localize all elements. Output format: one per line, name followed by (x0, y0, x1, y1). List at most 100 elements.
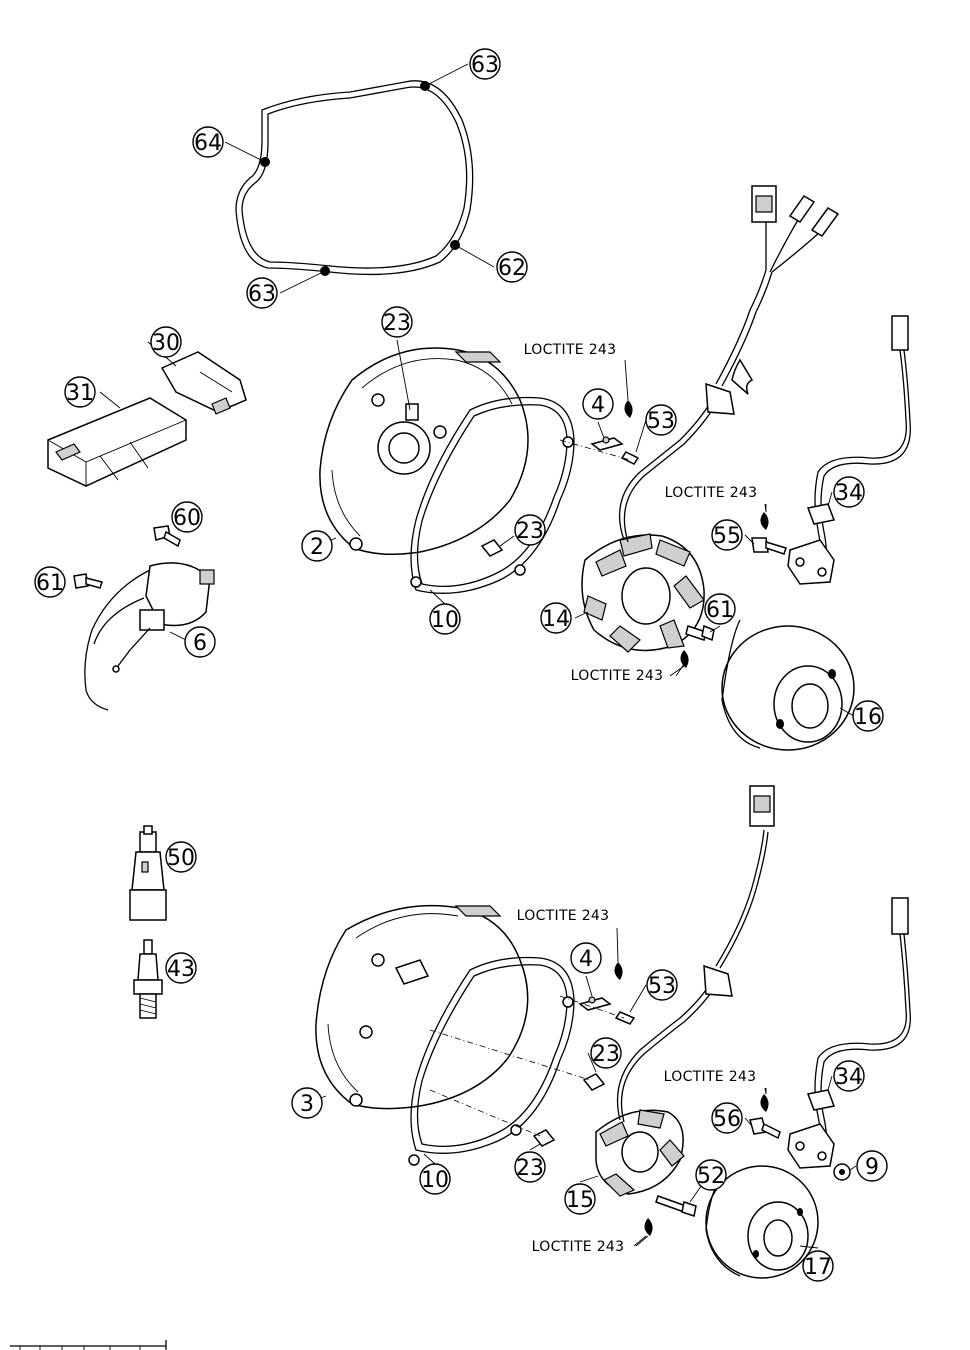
spark-plug-43 (133, 939, 163, 1019)
callout-circle (192, 126, 224, 158)
dowel-23-top-b (480, 535, 515, 557)
bolt-61-top (73, 573, 103, 589)
callout-50: 50 (165, 841, 197, 873)
bolt-55 (751, 537, 787, 555)
callout-circle (582, 388, 614, 420)
callout-label: 64 (194, 131, 222, 156)
callout-circle (419, 1163, 451, 1195)
callout-circle (711, 519, 743, 551)
callout-label: 10 (421, 1168, 449, 1193)
wiring-harness-top (705, 185, 840, 415)
loctite-note: LOCTITE 243 (664, 1069, 757, 1085)
callout-34: 34 (833, 1060, 865, 1092)
callout-23: 23 (514, 1151, 546, 1183)
bolt-61-mid (680, 624, 715, 668)
callout-label: 34 (835, 1065, 863, 1090)
cdi-unit-31 (47, 397, 187, 487)
callout-label: 63 (248, 282, 276, 307)
screw-53-bottom (614, 962, 636, 1025)
pickup-clip-4-bottom (578, 996, 612, 1011)
callout-circle (171, 501, 203, 533)
callout-circle (165, 841, 197, 873)
callout-label: 53 (648, 974, 676, 999)
callout-circle (291, 1087, 323, 1119)
callout-circle (645, 404, 677, 436)
callout-64: 64 (192, 126, 224, 158)
flywheel-17 (705, 1165, 819, 1279)
callout-61: 61 (704, 593, 736, 625)
callout-label: 23 (516, 519, 544, 544)
callout-14: 14 (540, 602, 572, 634)
callout-circle (514, 1151, 546, 1183)
callout-circle (704, 593, 736, 625)
callout-label: 43 (167, 957, 195, 982)
dowel-23-bottom-a (582, 1073, 606, 1091)
callout-label: 23 (592, 1042, 620, 1067)
callout-53: 53 (645, 404, 677, 436)
pickup-sensor-34-bottom (760, 897, 911, 1181)
callout-circle (429, 603, 461, 635)
bolt-60 (153, 525, 181, 548)
callout-label: 23 (516, 1156, 544, 1181)
callout-31: 31 (64, 376, 96, 408)
callout-circle (852, 700, 884, 732)
callout-label: 31 (66, 381, 94, 406)
callout-label: 9 (865, 1155, 879, 1180)
callout-3: 3 (291, 1087, 323, 1119)
callout-56: 56 (711, 1102, 743, 1134)
callout-label: 2 (310, 535, 324, 560)
callout-60: 60 (171, 501, 203, 533)
callout-4: 4 (570, 942, 602, 974)
callout-label: 60 (173, 506, 201, 531)
callout-label: 6 (193, 631, 207, 656)
flywheel-16 (721, 619, 855, 751)
callout-61: 61 (34, 566, 66, 598)
callout-23: 23 (590, 1037, 622, 1069)
callout-label: 62 (498, 256, 526, 281)
callout-circle (184, 626, 216, 658)
callout-label: 61 (36, 571, 64, 596)
callout-circle (833, 476, 865, 508)
callout-23: 23 (514, 514, 546, 546)
callout-circle (540, 602, 572, 634)
callout-53: 53 (646, 969, 678, 1001)
callout-circle (711, 1102, 743, 1134)
callout-label: 3 (300, 1092, 314, 1117)
callout-label: 50 (167, 846, 195, 871)
callout-63: 63 (469, 48, 501, 80)
callout-16: 16 (852, 700, 884, 732)
callout-label: 4 (579, 947, 593, 972)
wiring-harness-bottom (703, 785, 775, 997)
callout-circle (802, 1250, 834, 1282)
callout-circle (64, 376, 96, 408)
callout-label: 30 (152, 331, 180, 356)
callout-label: 10 (431, 608, 459, 633)
screw-53-top (620, 400, 640, 465)
callout-label: 34 (835, 481, 863, 506)
ignition-cover-3 (315, 904, 529, 1110)
callout-34: 34 (833, 476, 865, 508)
callout-circle (833, 1060, 865, 1092)
ignition-cover-gasket (224, 63, 495, 294)
stator-15 (595, 1109, 685, 1197)
callout-label: 52 (697, 1164, 725, 1189)
callout-circle (381, 306, 413, 338)
callout-circle (695, 1159, 727, 1191)
stator-14 (581, 533, 705, 653)
callout-label: 4 (591, 393, 605, 418)
callout-62: 62 (496, 251, 528, 283)
ignition-coil (84, 562, 215, 711)
callout-55: 55 (711, 519, 743, 551)
loctite-note: LOCTITE 243 (571, 668, 664, 684)
callout-label: 15 (566, 1188, 594, 1213)
callout-circle (856, 1150, 888, 1182)
loctite-note: LOCTITE 243 (532, 1239, 625, 1255)
bolt-52 (644, 1195, 697, 1236)
callout-2: 2 (301, 530, 333, 562)
callout-4: 4 (582, 388, 614, 420)
callout-15: 15 (564, 1183, 596, 1215)
pickup-clip-4-top (590, 436, 624, 451)
